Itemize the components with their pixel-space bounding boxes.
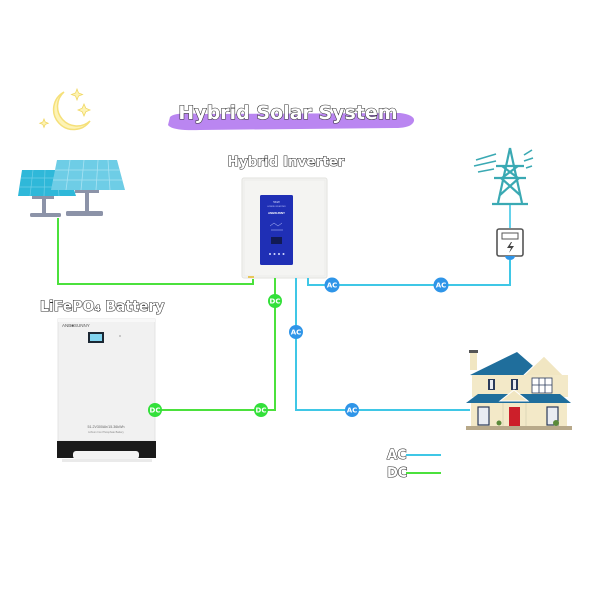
solar-panel-icon [18, 159, 125, 217]
legend-label-dc: DC [387, 466, 407, 481]
dc-badge: DC [148, 403, 162, 417]
svg-text:DC: DC [256, 407, 267, 415]
electric-meter-icon [496, 228, 524, 260]
ac-wiring [295, 260, 511, 411]
ac-badge: AC [345, 403, 359, 417]
title-group: Hybrid Solar System [168, 101, 415, 131]
svg-text:DC: DC [270, 298, 281, 306]
inverter-label: Hybrid Inverter [228, 154, 345, 170]
battery-brand: ANB■SUNNY [62, 323, 90, 328]
svg-text:AC: AC [347, 407, 358, 415]
inverter-flow-icon [269, 222, 283, 231]
svg-text:AC: AC [327, 282, 338, 290]
lifepo4-battery: ANB■SUNNY 51.2V300Ah/15.36kWh Lithium Ir… [57, 318, 156, 462]
moon-stars-icon [38, 87, 92, 131]
legend-label-ac: AC [387, 448, 407, 463]
house-icon [466, 350, 572, 430]
dc-badge: DC [268, 294, 282, 308]
load-ac-line [295, 278, 470, 411]
battery-label: LiFePO₄ Battery [40, 299, 164, 315]
inverter-subtitle: HYBRID INVERTER [267, 206, 286, 208]
inverter-indicator-leds [269, 253, 285, 255]
dc-badge: DC [254, 403, 268, 417]
battery-dc-line [155, 278, 276, 411]
svg-text:AC: AC [291, 329, 302, 337]
ac-badge: AC [289, 325, 303, 339]
svg-text:AC: AC [436, 282, 447, 290]
legend-item-dc: DC [386, 465, 441, 482]
ac-badge: AC [324, 277, 340, 293]
inverter-brand: ANBSUNNY [268, 211, 285, 215]
battery-caption: Lithium Iron Phosphate Battery [88, 430, 124, 434]
hybrid-inverter: 5KW HYBRID INVERTER ANBSUNNY [241, 177, 328, 279]
legend-item-ac: AC [386, 447, 441, 464]
grid-ac-line [307, 260, 511, 286]
inverter-model: 5KW [273, 200, 280, 204]
svg-text:DC: DC [150, 407, 161, 415]
dc-wiring [57, 218, 276, 411]
power-tower-icon [473, 147, 534, 206]
inverter-lcd-screen [271, 237, 282, 244]
title-brush-stroke [168, 113, 415, 131]
diagram-title: Hybrid Solar System [178, 102, 397, 124]
battery-spec: 51.2V300Ah/15.36kWh [88, 425, 125, 429]
pv-dc-line [57, 218, 254, 285]
legend: AC DC [386, 447, 441, 482]
ac-badge: AC [433, 277, 449, 293]
battery-power-button [119, 335, 121, 337]
inverter-pv-port [248, 276, 254, 278]
